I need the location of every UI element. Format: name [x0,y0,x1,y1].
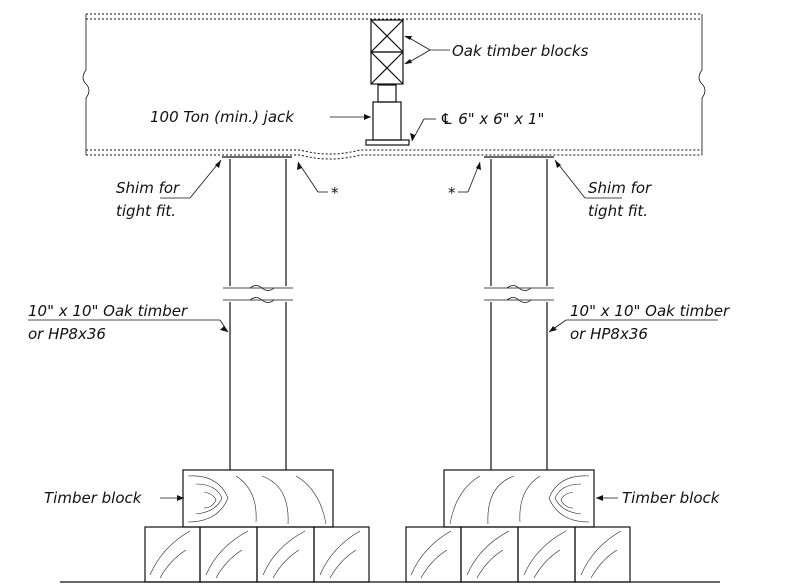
label-post-right-line2: or HP8x36 [570,325,648,343]
label-shim-right-line2: tight fit. [588,202,648,220]
label-oak-timber-blocks: Oak timber blocks [452,42,589,60]
post-left [222,156,293,470]
girder [82,13,706,160]
label-timber-block-right: Timber block [622,489,721,507]
arrowheads [177,36,603,501]
label-shim-left-line1: Shim for [116,179,180,197]
label-timber-block-left: Timber block [44,489,143,507]
label-post-left-line1: 10" x 10" Oak timber [28,302,188,320]
label-shim-left-line2: tight fit. [116,202,176,220]
label-shim-right-line1: Shim for [588,179,652,197]
label-plate: ℄ 6" x 6" x 1" [440,110,544,128]
timber-crib-right [405,469,631,583]
jack [365,84,410,146]
label-asterisk-right: * [448,184,456,202]
label-post-right-line1: 10" x 10" Oak timber [570,302,730,320]
post-right [484,156,554,470]
label-asterisk-left: * [331,184,339,202]
oak-timber-blocks [370,19,404,85]
label-post-left-line2: or HP8x36 [28,325,106,343]
timber-crib-left [144,469,370,583]
label-jack: 100 Ton (min.) jack [150,108,295,126]
